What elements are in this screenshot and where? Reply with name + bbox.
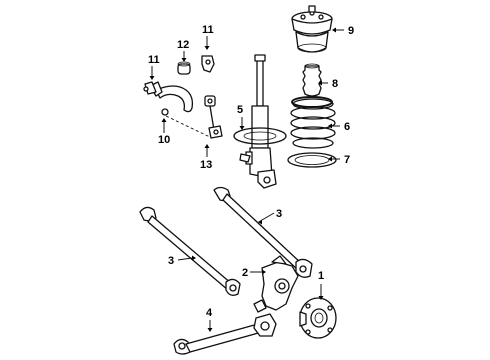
callout-number: 11 [148,54,160,66]
callout-number: 12 [177,39,189,51]
callout-number: 11 [202,24,214,36]
stabilizer-bar [143,81,213,139]
arrow-head [262,269,266,275]
bracket-11 [201,55,215,73]
callout-9: 9 [332,25,354,37]
callout-11: 11 [202,24,214,50]
callout-13: 13 [200,144,212,171]
callout-10: 10 [158,118,170,146]
arrow-head [318,80,322,86]
callout-8: 8 [318,78,338,90]
knuckle [253,255,299,313]
arrow-head [181,58,187,62]
arrow-head [204,144,210,148]
callout-2: 2 [242,267,266,279]
callout-number: 3 [168,255,174,267]
callout-number: 9 [348,25,354,37]
callout-number: 13 [200,159,212,171]
arrow-head [207,328,213,332]
spring-seat [287,152,337,168]
callout-number: 1 [318,270,324,282]
arrow-head [161,118,167,122]
callout-number: 8 [332,78,338,90]
callout-number: 3 [276,208,282,220]
callout-number: 6 [344,121,350,133]
callout-3: 3 [258,208,282,225]
arrow-head [318,296,324,300]
callout-12: 12 [177,39,189,62]
callout-11: 11 [148,54,160,80]
callout-number: 7 [344,154,350,166]
bushing-12 [177,61,191,75]
strut-mount [291,5,333,53]
arrow-head [332,27,336,33]
callout-number: 5 [237,104,243,116]
shock-absorber [233,54,287,189]
callout-1: 1 [318,270,324,300]
stabilizer-link [204,95,223,139]
callout-number: 4 [206,307,213,319]
arrow-head [328,123,332,129]
arrow-head [239,126,245,130]
upper-lateral-arm [213,186,313,278]
bump-stop [302,63,322,97]
leader-line [177,257,193,261]
callout-5: 5 [237,104,245,130]
callout-6: 6 [328,121,350,133]
arrow-head [149,76,155,80]
callout-number: 10 [158,134,170,146]
callout-number: 2 [242,267,248,279]
coil-spring [290,96,336,149]
lower-lateral-arm [139,206,241,296]
callout-7: 7 [328,154,350,166]
leader-line [261,212,275,221]
callout-3: 3 [168,255,196,267]
arrow-head [192,255,196,261]
arrow-head [258,219,262,225]
trailing-arm [173,313,277,355]
hub-bearing [299,297,337,339]
arrow-head [204,46,210,50]
callout-4: 4 [206,307,213,332]
arrow-head [328,156,332,162]
